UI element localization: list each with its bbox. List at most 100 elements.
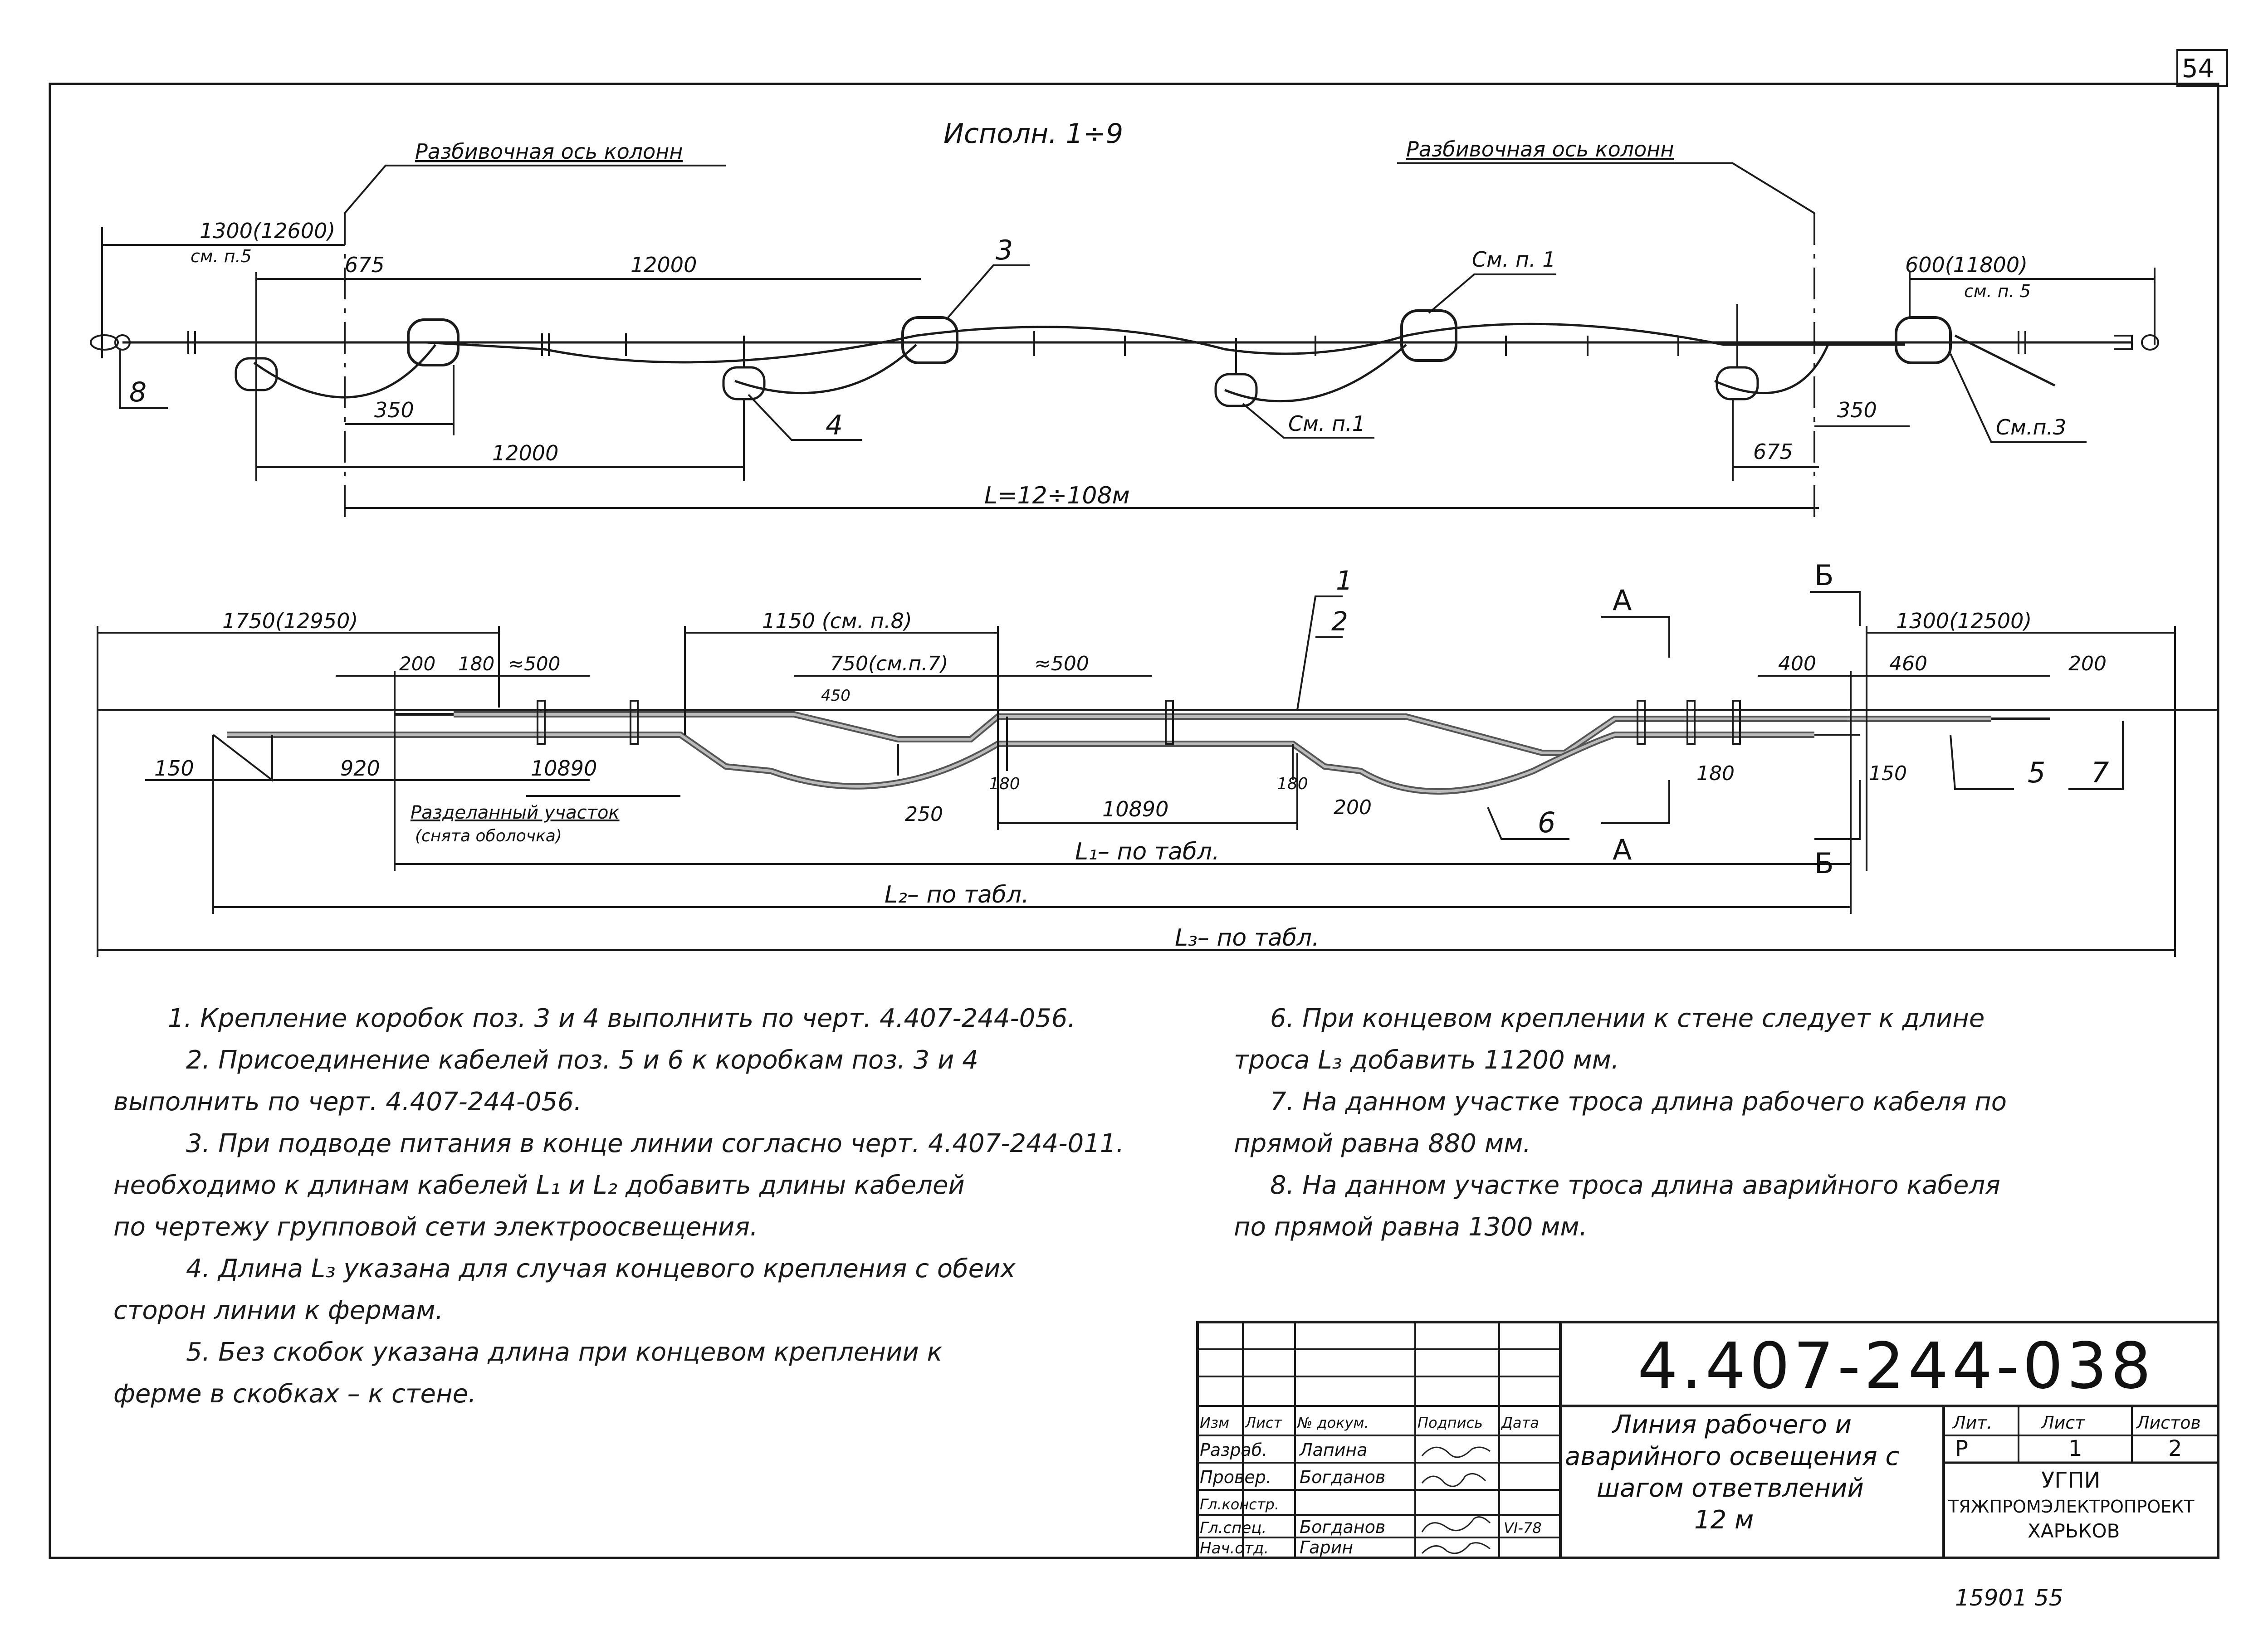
pos-7: 7 [2091,756,2109,789]
name-prover: Богданов [1300,1467,1385,1487]
section-B-top: Б [1814,559,1834,592]
sheet-value: 1 [2068,1436,2082,1461]
dim-350-right: 350 [1837,398,1877,422]
dim-180-a: 180 [458,653,494,675]
note-line: 4. Длина L₃ указана для случая концевого… [186,1254,1016,1284]
notes-left: 1. Крепление коробок поз. 3 и 4 выполнит… [113,998,1211,1415]
signature-nachotd [1421,1542,1491,1554]
dim-1300-bottom: 1300(12500) [1896,609,2032,633]
dim-600-note: см. п. 5 [1964,281,2031,301]
dim-675-left: 675 [345,253,385,277]
dim-460: 460 [1889,652,1927,675]
note-line: 2. Присоединение кабелей поз. 5 и 6 к ко… [186,1045,978,1075]
dim-12000-bottom: 12000 [492,441,558,465]
cut-note: (снята оболочка) [415,827,562,845]
name-glspec: Богданов [1300,1517,1385,1537]
dim-200-b: 200 [2068,652,2107,675]
title-line-3: шагом ответвлений [1597,1474,1864,1503]
sheet-head: Лист [2040,1413,2086,1433]
name-nachotd: Гарин [1300,1537,1353,1557]
section-A-top: А [1613,584,1632,617]
note-line: 3. При подводе питания в конце линии сог… [186,1129,1124,1158]
role-glspec: Гл.спец. [1200,1519,1266,1537]
ref-sm1-top: См. п. 1 [1472,247,1556,272]
dim-150-left: 150 [154,756,194,781]
sheets-value: 2 [2168,1436,2182,1461]
dim-L-total: L=12÷108м [984,482,1130,509]
pos-1: 1 [1336,565,1353,596]
sheets-head: Листов [2136,1413,2201,1433]
org-line-1: УГПИ [2041,1468,2101,1493]
dim-600: 600(11800) [1905,253,2028,277]
dim-675-right: 675 [1753,439,1793,464]
note-line: 6. При концевом креплении к стене следуе… [1270,1004,1985,1033]
title-line-2: аварийного освещения с [1565,1442,1900,1471]
pos-2: 2 [1331,606,1348,637]
signature-glspec [1421,1516,1491,1533]
note-line: по чертежу групповой сети электроосвещен… [113,1212,758,1242]
role-razrab: Разраб. [1200,1440,1267,1460]
dim-150-right: 150 [1869,762,1907,785]
note-line: 5. Без скобок указана длина при концевом… [186,1337,943,1367]
cut-label: Разделанный участок [411,802,620,823]
top-view-labels: Исполн. 1÷9 Разбивочная ось колонн Разби… [129,118,2066,509]
L1-label: L₁– по табл. [1075,838,1220,865]
signature-prover [1421,1473,1486,1487]
sheet-number-box [2176,49,2228,87]
note-line: по прямой равна 1300 мм. [1234,1212,1588,1242]
ref-sm1-bottom: См. п.1 [1288,411,1365,436]
note-line: необходимо к длинам кабелей L₁ и L₂ доба… [113,1171,965,1200]
dim-750: 750(см.п.7) [830,652,948,675]
dim-1300: 1300(12600) [200,219,335,243]
dim-1750: 1750(12950) [222,609,358,633]
dim-180-d: 180 [1696,762,1735,785]
dim-10890-a: 10890 [531,756,597,781]
pos-4: 4 [826,410,843,441]
title-block-text: 4.407-244-038 Изм Лист № докум. Подпись … [1200,1329,2201,1557]
note-line: 1. Крепление коробок поз. 3 и 4 выполнит… [168,1004,1076,1033]
dim-450: 450 [821,687,850,705]
pos-5: 5 [2028,756,2045,789]
dim-1300-note: см. п.5 [191,246,252,266]
signature-razrab [1421,1446,1491,1458]
dim-500-a: ≈500 [508,653,560,675]
dim-350-left: 350 [374,398,414,422]
sheet-number: 54 [2182,54,2214,83]
pos-8: 8 [129,376,147,408]
title-line-1: Линия рабочего и [1612,1410,1852,1440]
dim-180-c: 180 [1277,775,1308,793]
note-line: ферме в скобках – к стене. [113,1379,476,1409]
name-razrab: Лапина [1299,1440,1368,1460]
title-line-4: 12 м [1694,1505,1754,1535]
dim-200-a: 200 [399,653,435,675]
head-sign: Подпись [1418,1414,1483,1431]
lit-head: Лит. [1952,1413,1993,1433]
note-line: прямой равна 880 мм. [1234,1129,1531,1158]
L3-label: L₃– по табл. [1175,924,1320,952]
note-line: сторон линии к фермам. [113,1296,444,1325]
note-line: 7. На данном участке троса длина рабочег… [1270,1087,2007,1117]
footer-code: 15901 55 [1955,1585,2063,1611]
note-line: 8. На данном участке троса длина аварийн… [1270,1171,2000,1200]
dim-180-b: 180 [989,775,1020,793]
section-B-bottom: Б [1814,847,1834,880]
pos-3: 3 [996,234,1013,266]
dim-500-b: ≈500 [1034,652,1089,675]
dim-200-c: 200 [1334,796,1372,819]
head-ndoc: № докум. [1296,1414,1369,1431]
lit-value: Р [1955,1436,1968,1461]
bottom-view [97,591,2218,957]
variant-label: Исполн. 1÷9 [943,118,1123,150]
role-prover: Провер. [1200,1467,1271,1487]
dim-250: 250 [905,803,943,826]
org-line-2: ТЯЖПРОМЭЛЕКТРОПРОЕКТ [1948,1497,2195,1517]
head-izm: Изм [1200,1414,1229,1431]
doc-number: 4.407-244-038 [1637,1329,2155,1403]
org-line-3: ХАРЬКОВ [2028,1520,2120,1542]
head-date: Дата [1501,1414,1539,1431]
dim-920: 920 [340,756,380,781]
note-line: троса L₃ добавить 11200 мм. [1234,1045,1619,1075]
role-glkonstr: Гл.констр. [1200,1496,1279,1513]
head-list: Лист [1245,1414,1282,1431]
